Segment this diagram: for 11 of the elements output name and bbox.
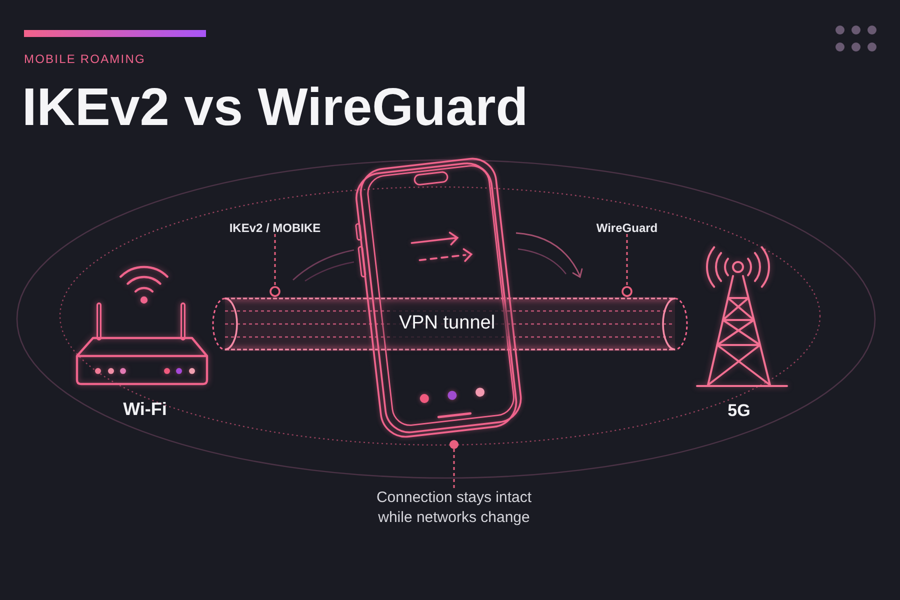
network-label: 5G bbox=[728, 402, 750, 419]
leader-line bbox=[622, 234, 632, 297]
network-label: Wi-Fi bbox=[123, 400, 167, 418]
leader-line bbox=[270, 234, 280, 297]
title: IKEv2 vs WireGuard bbox=[22, 81, 528, 134]
callout-text: Connection stays intact while networks change bbox=[373, 488, 535, 528]
leader-line bbox=[450, 440, 458, 488]
callout-label: WireGuard bbox=[596, 222, 658, 234]
section-kicker: MOBILE ROAMING bbox=[24, 53, 146, 65]
callout-label: IKEv2 / MOBIKE bbox=[229, 222, 321, 234]
tunnel-label: VPN tunnel bbox=[390, 310, 504, 338]
